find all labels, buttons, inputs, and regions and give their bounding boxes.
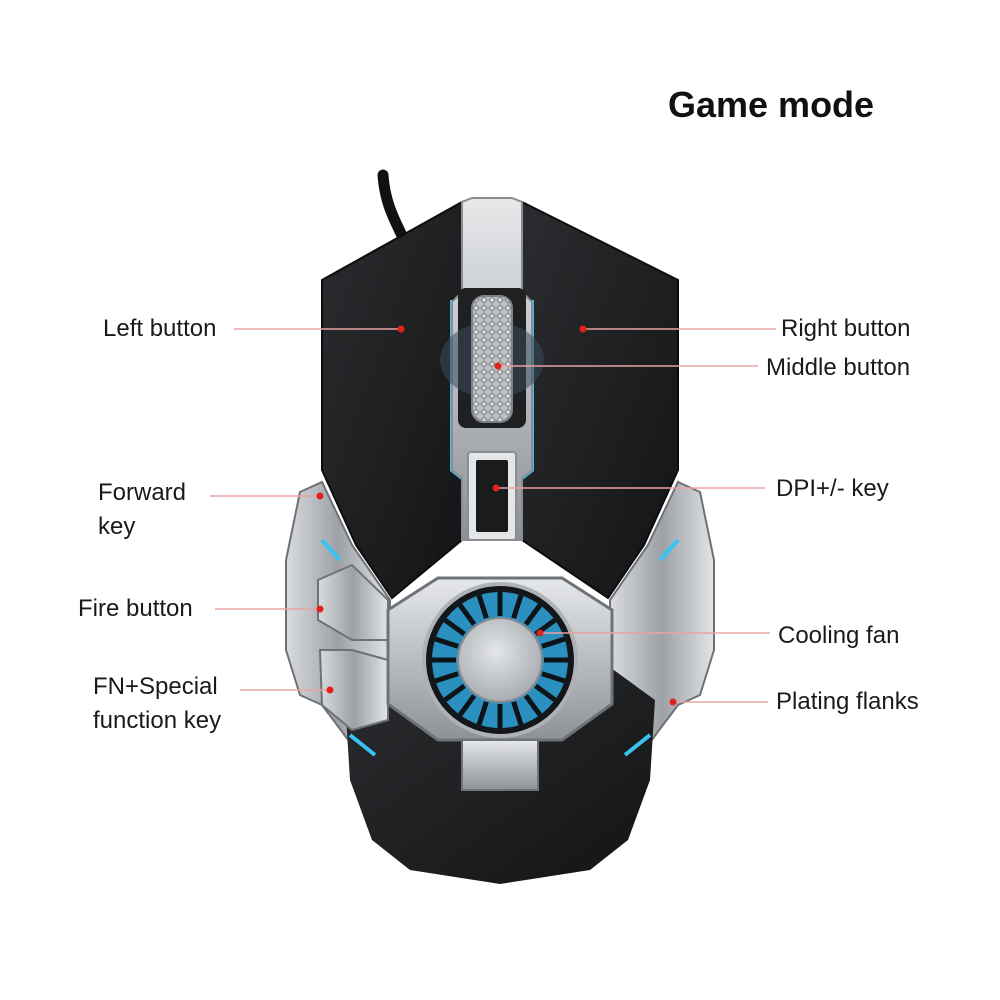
fan-blade: [541, 671, 566, 684]
fan-hub: [457, 617, 543, 703]
page-title: Game mode: [668, 84, 875, 125]
mouse-cable: [377, 169, 410, 246]
palm-notch: [461, 739, 539, 791]
marker-plating-flanks: [669, 698, 677, 706]
fan-blade: [476, 594, 489, 619]
fan-blade: [534, 683, 557, 702]
fan-blade: [443, 683, 466, 702]
label-right-button: Right button: [781, 315, 911, 342]
fan-blade: [443, 618, 466, 637]
label-plating-flanks: Plating flanks: [776, 688, 919, 715]
markers: [316, 325, 677, 706]
fan-blade: [511, 701, 524, 726]
fan-blade: [511, 594, 524, 619]
fan-blades: [432, 592, 568, 728]
led-strip-left-low: [320, 538, 377, 757]
label-left-button: Left button: [103, 315, 217, 342]
leader-lines: [210, 328, 776, 703]
fn-key-shape: [318, 649, 389, 732]
marker-left-button: [397, 325, 405, 333]
marker-dpi-key: [492, 484, 500, 492]
label-middle-button: Middle button: [766, 354, 911, 381]
marker-fire-button: [316, 605, 324, 613]
fan-blade: [458, 694, 477, 717]
label-cooling-fan: Cooling fan: [778, 622, 900, 649]
marker-middle-button: [494, 362, 502, 370]
label-fire-button: Fire button: [78, 595, 193, 622]
marker-right-button: [579, 325, 587, 333]
label-dpi-key: DPI+/- key: [776, 475, 889, 502]
fan-blade: [523, 603, 542, 626]
fan-blade: [541, 636, 566, 649]
fan-blade: [523, 694, 542, 717]
label-fn-key-line1: FN+Special: [93, 673, 218, 700]
dpi-key-button: [476, 460, 508, 532]
label-fn-key-line2: function key: [93, 707, 222, 734]
fan-blade: [458, 603, 477, 626]
fan-blade: [434, 636, 459, 649]
fan-blade: [434, 671, 459, 684]
label-forward-key-line1: Forward: [98, 479, 187, 506]
marker-forward-key: [316, 492, 324, 500]
scroll-wheel: [471, 295, 513, 423]
fan-blade: [476, 701, 489, 726]
label-forward-key-line2: key: [98, 513, 136, 540]
marker-cooling-fan: [536, 629, 544, 637]
marker-fn-key: [326, 686, 334, 694]
led-strip-right-low: [623, 538, 680, 757]
